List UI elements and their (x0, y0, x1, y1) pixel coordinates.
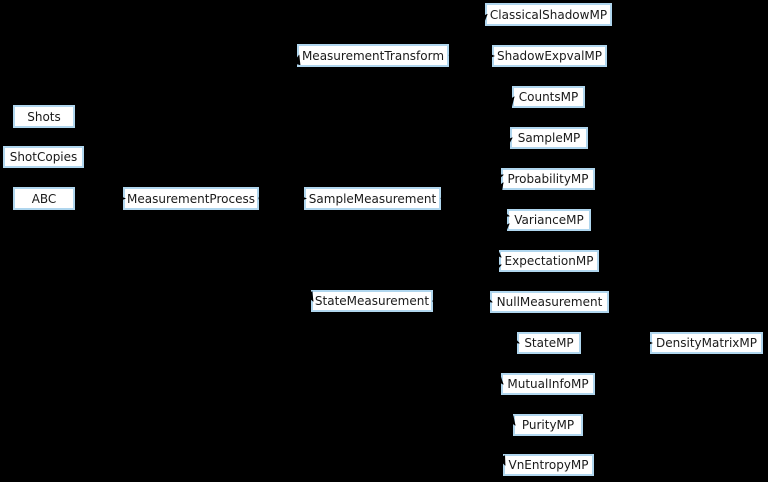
class-node-shots[interactable]: Shots (13, 105, 75, 128)
inheritance-edge-measurementprocess-to-statemeasurement (258, 198, 314, 302)
class-node-variancemp[interactable]: VarianceMP (507, 209, 591, 231)
class-node-samplemeasurement[interactable]: SampleMeasurement (304, 187, 441, 210)
class-node-puritymp[interactable]: PurityMP (513, 414, 583, 436)
inheritance-edge-statemeasurement-to-probabilitymp (432, 182, 504, 302)
class-node-statemp[interactable]: StateMP (517, 332, 581, 354)
class-node-shotcopies[interactable]: ShotCopies (3, 146, 84, 168)
inheritance-edge-measurementprocess-to-measurementtransform (258, 54, 301, 199)
inheritance-edge-measurementtransform-to-classicalshadowmp (448, 13, 488, 56)
inheritance-edge-measurementtransform-to-shadowexpvalmp (448, 51, 495, 60)
edge-group (75, 13, 653, 466)
class-node-statemeasurement[interactable]: StateMeasurement (311, 290, 433, 312)
inheritance-edge-samplemeasurement-to-expectationmp (440, 198, 502, 258)
inheritance-edge-samplemeasurement-to-variancemp (440, 198, 510, 218)
inheritance-edge-statemeasurement-to-mutualinfomp (432, 300, 504, 385)
class-node-shadowexpvalmp[interactable]: ShadowExpvalMP (492, 45, 607, 67)
class-node-measurementprocess[interactable]: MeasurementProcess (123, 187, 259, 210)
class-node-expectationmp[interactable]: ExpectationMP (499, 250, 599, 272)
class-node-mutualinfomp[interactable]: MutualInfoMP (501, 373, 595, 395)
class-node-densitymatrixmp[interactable]: DensityMatrixMP (650, 332, 763, 354)
inheritance-edge-statemeasurement-to-variancemp (432, 223, 510, 302)
inheritance-edge-statemeasurement-to-vnentropymp (432, 300, 506, 466)
class-node-classicalshadowmp[interactable]: ClassicalShadowMP (485, 3, 612, 26)
class-node-probabilitymp[interactable]: ProbabilityMP (501, 168, 595, 190)
class-node-abc[interactable]: ABC (13, 187, 75, 210)
class-node-samplemp[interactable]: SampleMP (510, 127, 588, 149)
class-node-nullmeasurement[interactable]: NullMeasurement (490, 291, 609, 313)
inheritance-edge-measurementprocess-to-nullmeasurement (258, 198, 493, 303)
inheritance-edge-statemeasurement-to-puritymp (432, 300, 516, 426)
class-node-countsmp[interactable]: CountsMP (512, 86, 585, 108)
inheritance-edge-samplemeasurement-to-probabilitymp (440, 174, 504, 199)
class-node-vnentropymp[interactable]: VnEntropyMP (503, 454, 594, 476)
class-node-measurementtransform[interactable]: MeasurementTransform (297, 44, 449, 67)
